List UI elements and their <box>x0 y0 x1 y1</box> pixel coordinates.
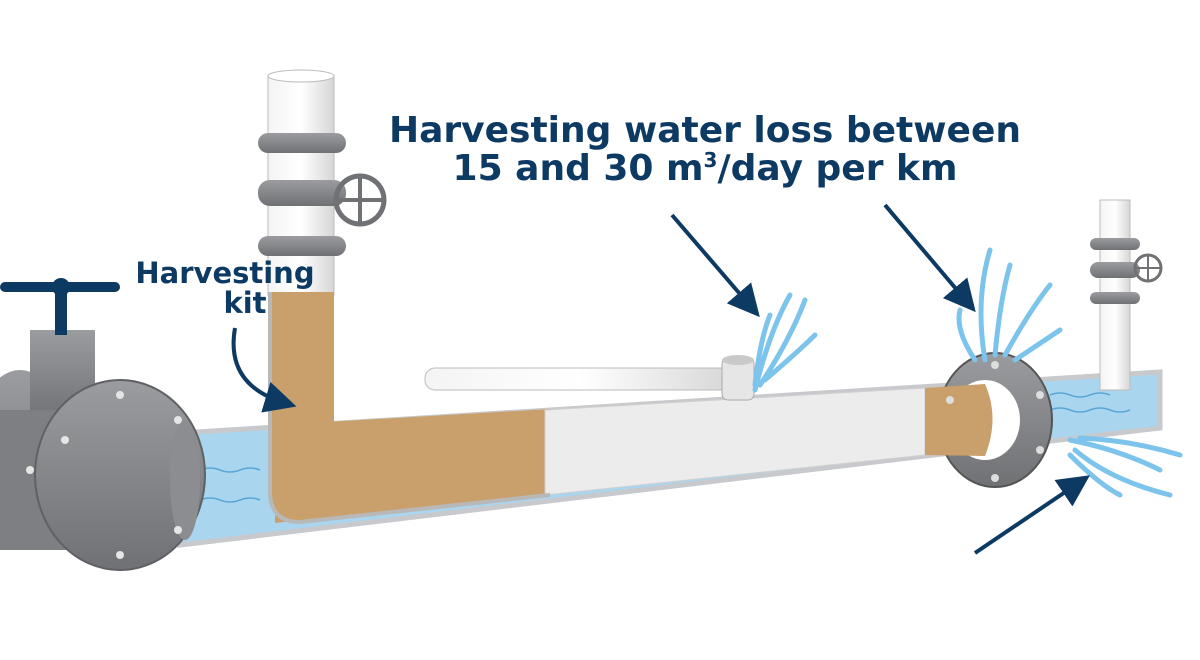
right-riser-pipe <box>1090 199 1163 391</box>
pipe-flange <box>925 352 1053 488</box>
handwheel-icon <box>333 173 387 227</box>
harvesting-kit-label: Harvesting kit <box>120 258 330 319</box>
kit-label-line-2: kit <box>223 286 267 321</box>
leak-splash <box>752 247 1183 498</box>
pointer-arrows <box>231 203 1090 555</box>
sediment-fill <box>275 409 550 523</box>
headline-text-end: /day per km <box>717 147 958 189</box>
gate-valve <box>0 278 206 571</box>
side-pipe <box>424 355 755 401</box>
headline-line-1: Harvesting water loss between <box>388 110 1021 151</box>
superscript: 3 <box>703 147 718 172</box>
headline: Harvesting water loss between 15 and 30 … <box>380 112 1030 188</box>
headline-text: 15 and 30 m <box>452 147 704 189</box>
harvesting-pipe <box>258 69 551 525</box>
headline-line-2: 15 and 30 m3/day per km <box>380 147 1030 189</box>
kit-label-line-1: Harvesting <box>135 256 315 290</box>
